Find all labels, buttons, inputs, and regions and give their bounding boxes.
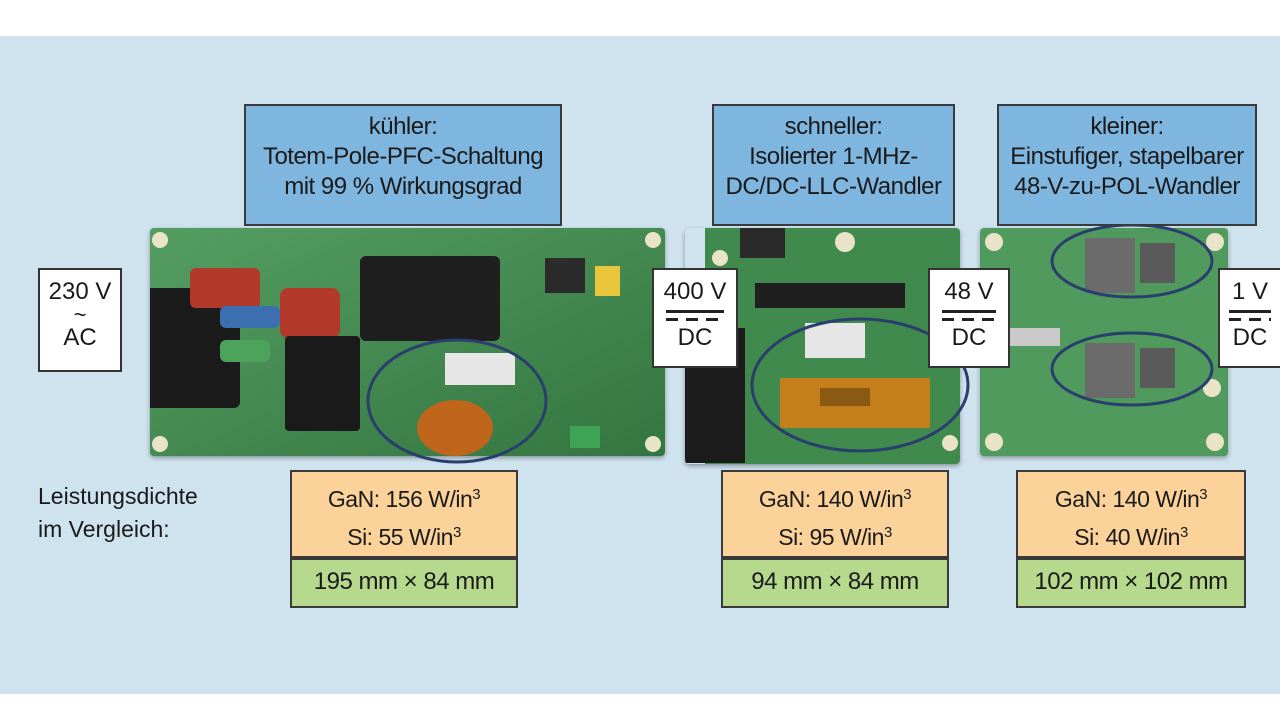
title-line: kleiner: bbox=[1090, 113, 1164, 140]
title-line: Totem-Pole-PFC-Schaltung bbox=[262, 143, 544, 170]
gan-density: GaN: 140 W/in3 bbox=[758, 486, 912, 513]
title-line: DC/DC-LLC-Wandler bbox=[725, 173, 942, 200]
voltage-ac-input: 230 V ~ AC bbox=[38, 268, 122, 372]
voltage-dc-1: 1 V DC bbox=[1218, 268, 1280, 368]
title-line: 48-V-zu-POL-Wandler bbox=[1014, 173, 1240, 200]
voltage-type: AC bbox=[63, 324, 97, 351]
voltage-type: DC bbox=[951, 324, 987, 351]
title-box-pol: kleiner: Einstufiger, stapelbarer 48-V-z… bbox=[997, 104, 1257, 226]
size-box-pfc: 195 mm × 84 mm bbox=[290, 558, 518, 608]
dc-symbol-icon bbox=[1229, 306, 1271, 324]
si-density: Si: 40 W/in3 bbox=[1074, 524, 1188, 551]
title-line: kühler: bbox=[368, 113, 438, 140]
si-density: Si: 55 W/in3 bbox=[347, 524, 461, 551]
dc-symbol-icon bbox=[941, 306, 997, 324]
voltage-type: DC bbox=[1232, 324, 1268, 351]
title-line: Einstufiger, stapelbarer bbox=[1010, 143, 1244, 170]
title-box-llc: schneller: Isolierter 1-MHz- DC/DC-LLC-W… bbox=[712, 104, 955, 226]
dc-symbol-icon bbox=[666, 306, 724, 324]
comparison-label: Leistungsdichte im Vergleich: bbox=[38, 480, 198, 546]
density-box-pfc: GaN: 156 W/in3 Si: 55 W/in3 bbox=[290, 470, 518, 558]
voltage-value: 1 V bbox=[1231, 278, 1269, 305]
voltage-type: DC bbox=[677, 324, 713, 351]
title-line: schneller: bbox=[784, 113, 883, 140]
size-box-llc: 94 mm × 84 mm bbox=[721, 558, 949, 608]
comparison-label-line: Leistungsdichte bbox=[38, 483, 198, 509]
si-density: Si: 95 W/in3 bbox=[778, 524, 892, 551]
title-box-pfc: kühler: Totem-Pole-PFC-Schaltung mit 99 … bbox=[244, 104, 562, 226]
board-size: 195 mm × 84 mm bbox=[313, 568, 495, 595]
ac-symbol-icon: ~ bbox=[73, 302, 87, 327]
voltage-value: 400 V bbox=[663, 278, 727, 305]
comparison-label-line: im Vergleich: bbox=[38, 516, 170, 542]
size-box-pol: 102 mm × 102 mm bbox=[1016, 558, 1246, 608]
voltage-value: 48 V bbox=[944, 278, 994, 305]
density-box-pol: GaN: 140 W/in3 Si: 40 W/in3 bbox=[1016, 470, 1246, 558]
board-size: 102 mm × 102 mm bbox=[1034, 568, 1228, 595]
density-box-llc: GaN: 140 W/in3 Si: 95 W/in3 bbox=[721, 470, 949, 558]
pfc-board-illustration bbox=[150, 228, 665, 456]
gan-density: GaN: 140 W/in3 bbox=[1054, 486, 1208, 513]
board-size: 94 mm × 84 mm bbox=[751, 568, 919, 595]
title-line: mit 99 % Wirkungsgrad bbox=[284, 173, 522, 200]
title-line: Isolierter 1-MHz- bbox=[749, 143, 918, 170]
pol-converter-board-photo bbox=[980, 228, 1228, 456]
gan-density: GaN: 156 W/in3 bbox=[327, 486, 481, 513]
voltage-dc-400: 400 V DC bbox=[652, 268, 738, 368]
voltage-value: 230 V bbox=[48, 278, 112, 305]
voltage-dc-48: 48 V DC bbox=[928, 268, 1010, 368]
pfc-board-photo bbox=[150, 228, 665, 456]
pol-board-illustration bbox=[980, 228, 1228, 456]
